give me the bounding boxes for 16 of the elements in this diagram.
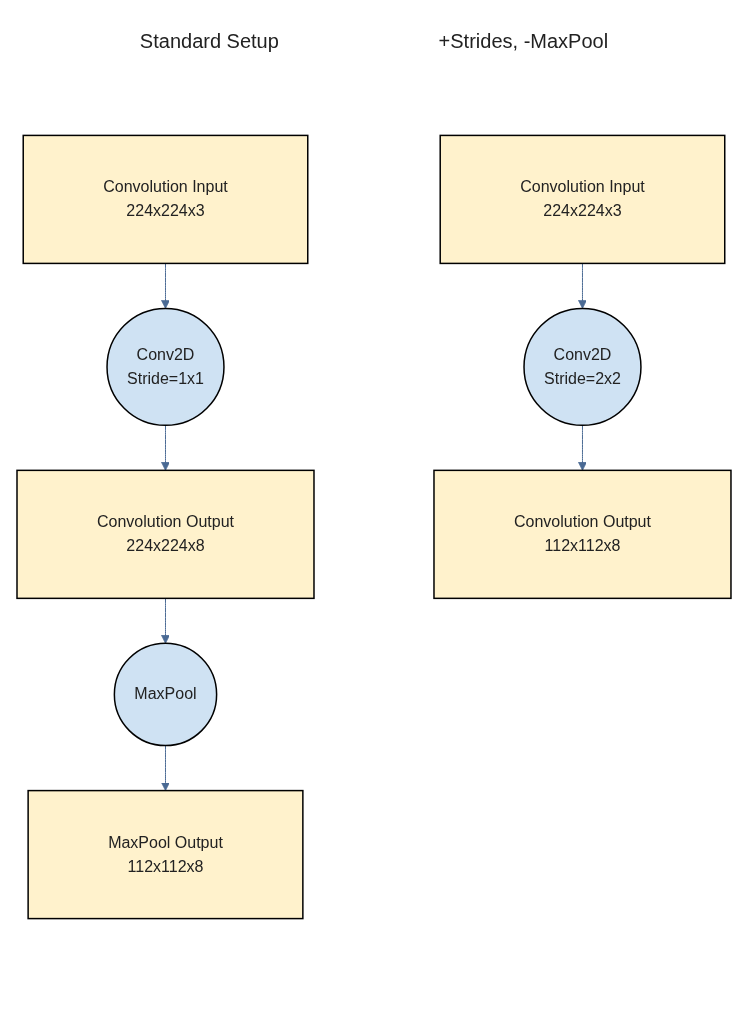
node-box: Convolution Output 224x224x8 xyxy=(16,469,315,600)
column-heading: Standard Setup xyxy=(139,30,279,53)
column-heading: +Strides, -MaxPool xyxy=(438,30,609,53)
arrow xyxy=(161,262,170,309)
node-circle: Conv2D Stride=2x2 xyxy=(523,307,642,427)
node-box: Convolution Output 112x112x8 xyxy=(433,469,732,600)
node-box: Convolution Input 224x224x3 xyxy=(439,134,726,265)
arrow xyxy=(161,745,170,791)
arrow xyxy=(578,262,587,309)
arrow xyxy=(161,597,170,644)
arrow xyxy=(161,424,170,471)
node-box: Convolution Input 224x224x3 xyxy=(22,134,309,265)
node-box: MaxPool Output 112x112x8 xyxy=(27,789,304,920)
arrow xyxy=(578,424,587,471)
node-circle: Conv2D Stride=1x1 xyxy=(106,307,225,427)
node-circle: MaxPool xyxy=(113,642,218,747)
